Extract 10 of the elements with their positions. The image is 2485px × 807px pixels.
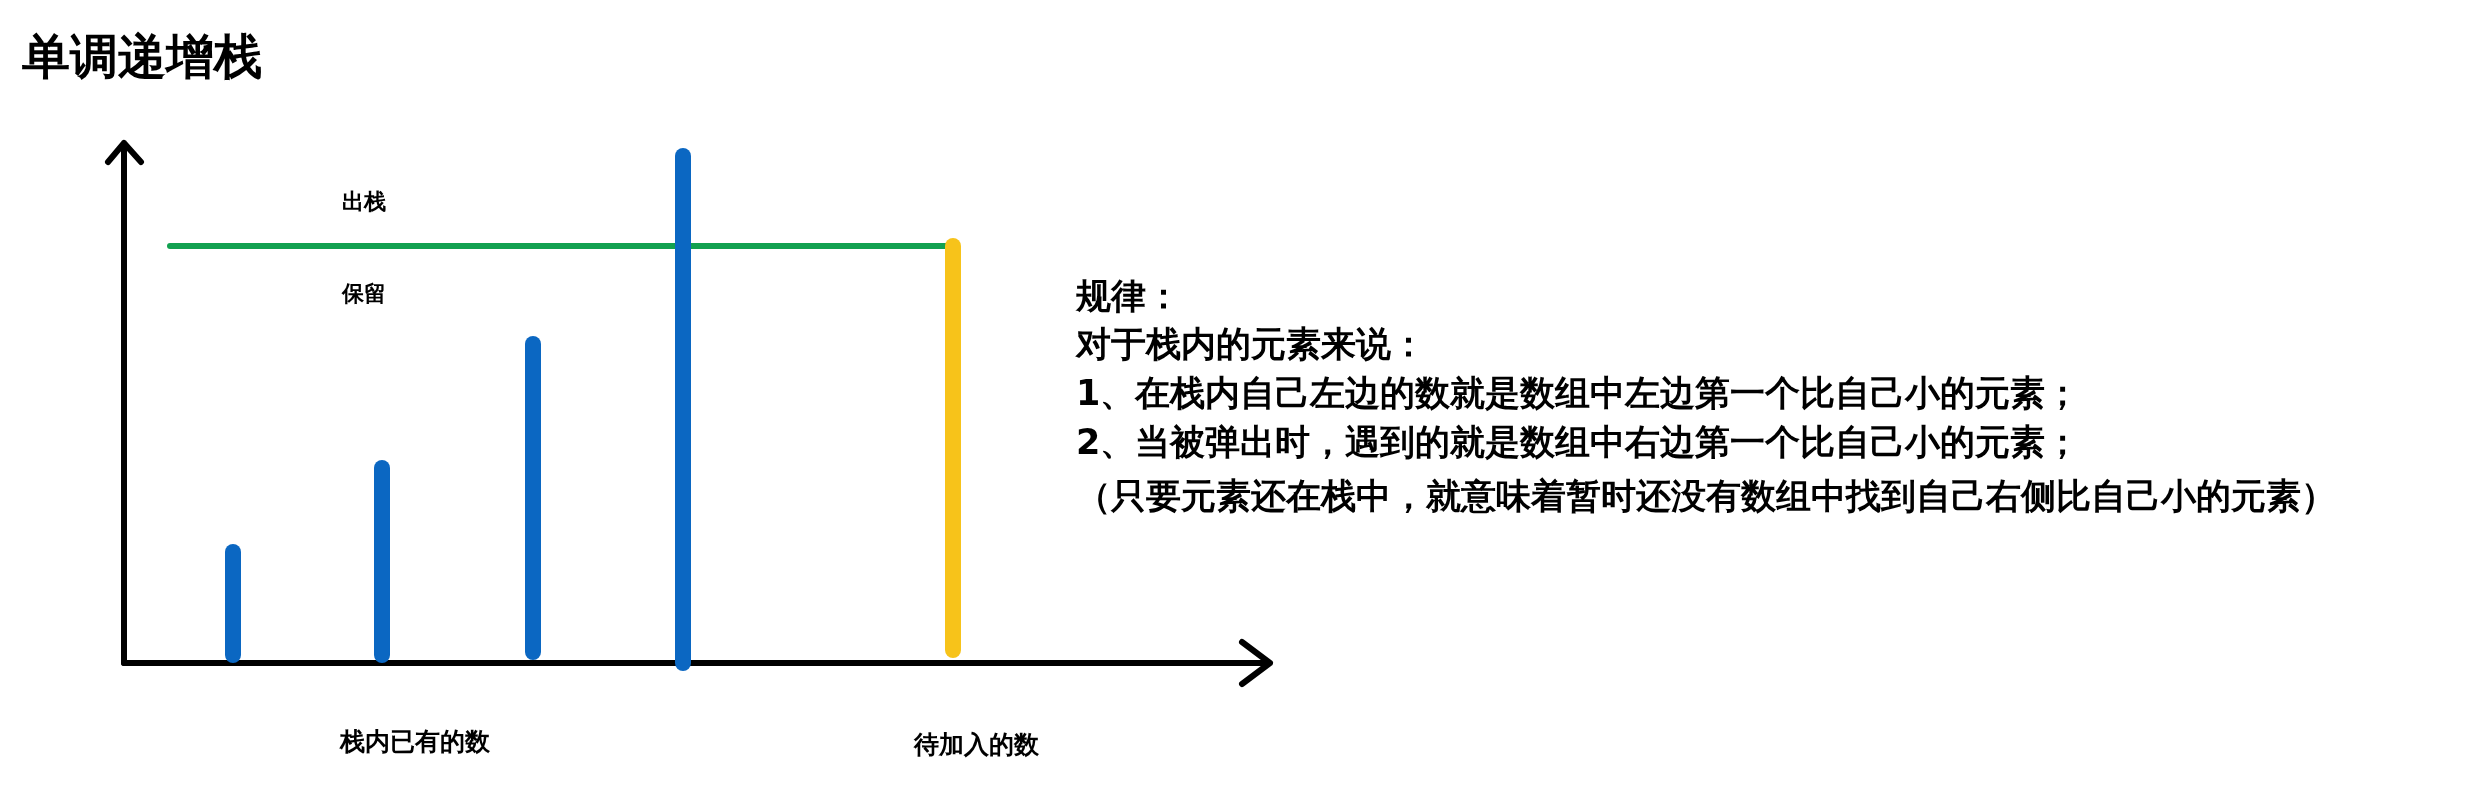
rule-text: （只要元素还在栈中，就意味着暂时还没有数组中找到自己右侧比自己小的元素） bbox=[1076, 475, 2336, 517]
rule-text: 规律： bbox=[1076, 275, 1181, 317]
annotation-text: 出栈 bbox=[342, 189, 386, 216]
rule-text: 对于栈内的元素来说： bbox=[1076, 323, 1426, 365]
axis-label: 栈内已有的数 bbox=[340, 727, 490, 757]
rule-text: 1、在栈内自己左边的数就是数组中左边第一个比自己小的元素； bbox=[1076, 372, 2081, 414]
rule-text: 2、当被弹出时，遇到的就是数组中右边第一个比自己小的元素； bbox=[1076, 421, 2081, 463]
annotation-text: 保留 bbox=[342, 281, 386, 308]
axis-label: 待加入的数 bbox=[914, 730, 1039, 760]
heading: 单调递增栈 bbox=[22, 28, 262, 86]
